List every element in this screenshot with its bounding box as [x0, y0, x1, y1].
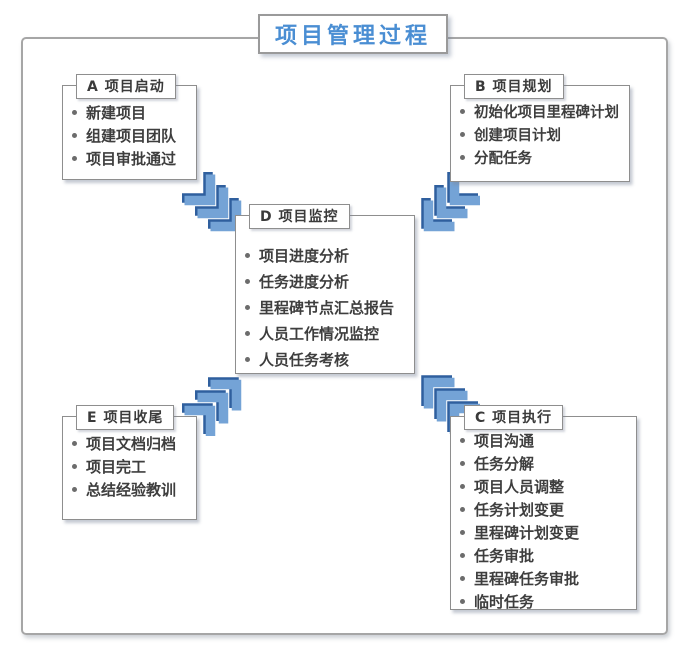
item-text: 项目进度分析 [259, 247, 350, 265]
bullet-icon [72, 156, 77, 161]
node-project-closing-label: E 项目收尾 [76, 405, 175, 430]
bullet-icon [460, 553, 465, 558]
list-item: 创建项目计划 [460, 125, 625, 148]
list-item: 项目完工 [72, 456, 192, 479]
diagram-title-box: 项目管理过程 [258, 14, 448, 54]
item-text: 临时任务 [474, 593, 535, 611]
bullet-icon [72, 464, 77, 469]
list-item: 任务进度分析 [245, 269, 410, 295]
node-project-initiation: A 项目启动 新建项目组建项目团队项目审批通过 [62, 74, 197, 180]
list-item: 临时任务 [460, 591, 632, 614]
node-project-execution-label: C 项目执行 [464, 405, 564, 430]
bullet-icon [72, 110, 77, 115]
item-text: 总结经验教训 [86, 481, 177, 499]
item-text: 任务审批 [474, 547, 535, 565]
triple-chevron-down-left-icon [421, 172, 480, 232]
list-item: 人员工作情况监控 [245, 321, 410, 347]
bullet-icon [72, 441, 77, 446]
bullet-icon [245, 331, 250, 336]
list-item: 总结经验教训 [72, 479, 192, 502]
item-text: 初始化项目里程碑计划 [474, 105, 619, 121]
bullet-icon [245, 305, 250, 310]
node-project-execution: C 项目执行 项目沟通任务分解项目人员调整任务计划变更里程碑计划变更任务审批里程… [450, 405, 637, 611]
node-project-planning-items: 初始化项目里程碑计划创建项目计划分配任务 [451, 86, 629, 171]
list-item: 项目审批通过 [72, 148, 192, 171]
list-item: 项目进度分析 [245, 243, 410, 269]
list-item: 项目沟通 [460, 430, 632, 453]
bullet-icon [245, 357, 250, 362]
bullet-icon [72, 487, 77, 492]
node-project-initiation-items: 新建项目组建项目团队项目审批通过 [63, 86, 196, 171]
list-item: 里程碑任务审批 [460, 568, 632, 591]
node-project-execution-items: 项目沟通任务分解项目人员调整任务计划变更里程碑计划变更任务审批里程碑任务审批临时… [451, 417, 636, 614]
node-project-closing-items: 项目文档归档项目完工总结经验教训 [63, 417, 196, 502]
item-text: 创建项目计划 [474, 128, 561, 144]
bullet-icon [245, 253, 250, 258]
list-item: 任务审批 [460, 545, 632, 568]
list-item: 分配任务 [460, 148, 625, 171]
item-text: 新建项目 [86, 104, 147, 122]
bullet-icon [460, 109, 465, 114]
bullet-icon [460, 438, 465, 443]
bullet-icon [460, 530, 465, 535]
list-item: 里程碑节点汇总报告 [245, 295, 410, 321]
item-text: 项目沟通 [474, 432, 535, 450]
triple-chevron-down-right-icon [182, 172, 242, 232]
item-text: 项目人员调整 [474, 478, 565, 496]
list-item: 项目人员调整 [460, 476, 632, 499]
item-text: 里程碑节点汇总报告 [259, 299, 395, 317]
node-project-closing: E 项目收尾 项目文档归档项目完工总结经验教训 [62, 405, 197, 520]
item-text: 任务进度分析 [259, 273, 350, 291]
list-item: 初始化项目里程碑计划 [460, 102, 625, 125]
list-item: 新建项目 [72, 102, 192, 125]
item-text: 组建项目团队 [86, 127, 177, 145]
node-project-planning-label: B 项目规划 [464, 74, 564, 99]
item-text: 项目完工 [86, 458, 147, 476]
bullet-icon [460, 507, 465, 512]
list-item: 人员任务考核 [245, 347, 410, 373]
bullet-icon [72, 133, 77, 138]
list-item: 任务计划变更 [460, 499, 632, 522]
bullet-icon [460, 576, 465, 581]
item-text: 人员任务考核 [259, 351, 350, 369]
bullet-icon [460, 132, 465, 137]
bullet-icon [460, 599, 465, 604]
list-item: 项目文档归档 [72, 433, 192, 456]
item-text: 任务计划变更 [474, 501, 565, 519]
item-text: 分配任务 [474, 151, 532, 167]
node-project-initiation-label: A 项目启动 [76, 74, 176, 99]
triple-chevron-up-right-icon [182, 377, 242, 436]
bullet-icon [245, 279, 250, 284]
diagram-title: 项目管理过程 [274, 24, 431, 49]
bullet-icon [460, 484, 465, 489]
item-text: 项目文档归档 [86, 435, 177, 453]
list-item: 里程碑计划变更 [460, 522, 632, 545]
node-project-planning: B 项目规划 初始化项目里程碑计划创建项目计划分配任务 [450, 74, 630, 182]
bullet-icon [460, 461, 465, 466]
item-text: 里程碑任务审批 [474, 570, 580, 588]
item-text: 任务分解 [474, 455, 535, 473]
node-project-monitoring: D 项目监控 项目进度分析任务进度分析里程碑节点汇总报告人员工作情况监控人员任务… [235, 204, 415, 374]
bullet-icon [460, 155, 465, 160]
node-project-monitoring-items: 项目进度分析任务进度分析里程碑节点汇总报告人员工作情况监控人员任务考核 [236, 216, 414, 373]
item-text: 人员工作情况监控 [259, 325, 380, 343]
item-text: 项目审批通过 [86, 150, 177, 168]
list-item: 组建项目团队 [72, 125, 192, 148]
node-project-monitoring-label: D 项目监控 [249, 204, 350, 229]
list-item: 任务分解 [460, 453, 632, 476]
item-text: 里程碑计划变更 [474, 524, 580, 542]
